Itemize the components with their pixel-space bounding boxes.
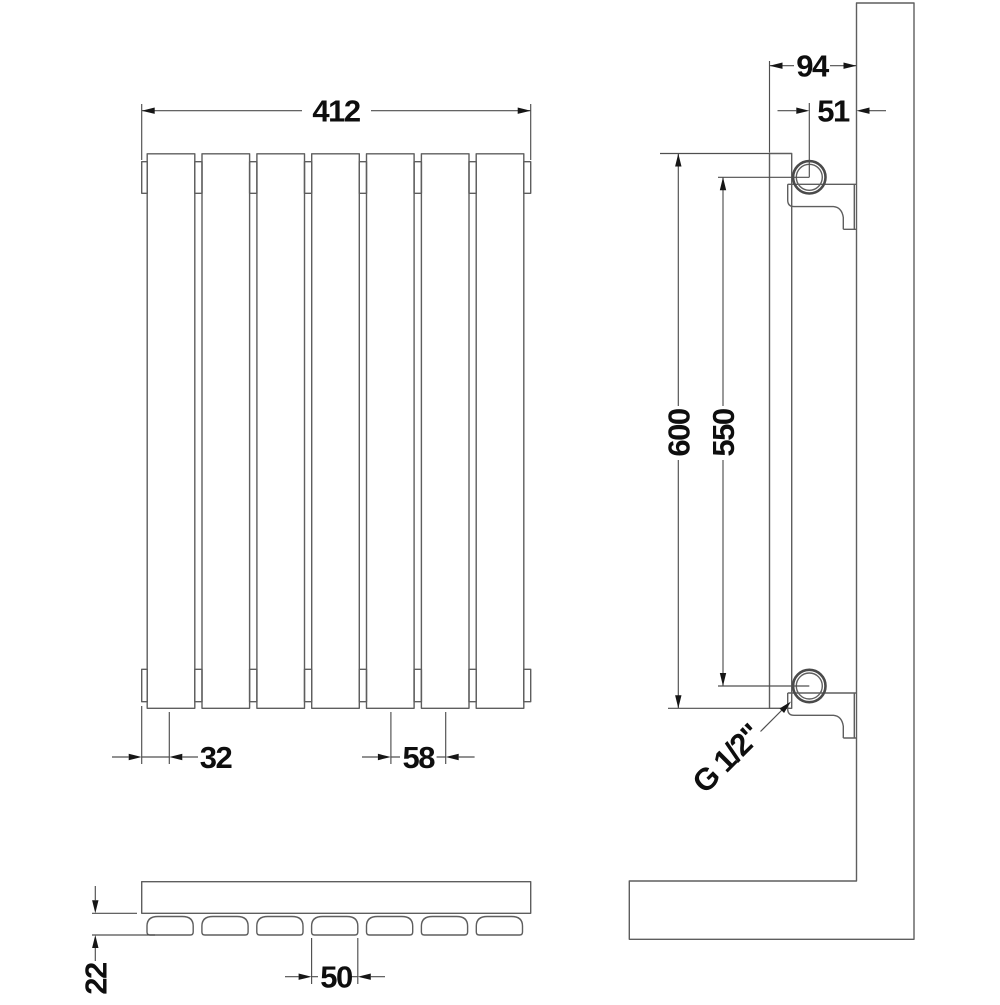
dim-550-lines xyxy=(718,176,810,687)
thread-leader-arrow xyxy=(779,701,791,713)
front-bottom-manifold xyxy=(141,668,532,703)
pipe-thread-callout: G 1/2" xyxy=(685,701,791,800)
front-view: 412 32 58 xyxy=(112,94,532,775)
dim-600-label: 600 xyxy=(661,409,696,456)
dim-edge-offset: 32 xyxy=(112,706,233,775)
dim-22-lines xyxy=(92,886,155,961)
front-panels xyxy=(146,153,525,709)
dim-50-lines xyxy=(285,938,385,984)
top-wall-bracket xyxy=(787,183,857,230)
plan-panel-slab xyxy=(140,881,532,915)
dim-panel-pitch: 58 xyxy=(362,712,475,775)
dim-pipe-centres: 550 xyxy=(706,176,810,687)
radiator-side-profile xyxy=(768,152,793,709)
dim-wall-offset: 94 xyxy=(768,49,857,153)
dim-32-lines xyxy=(112,706,198,764)
dim-412-label: 412 xyxy=(312,94,359,129)
plan-tubes xyxy=(146,915,524,936)
dim-22-arrows xyxy=(92,900,99,948)
wall-and-floor xyxy=(628,2,915,940)
dim-50-label: 50 xyxy=(320,960,352,995)
front-top-manifold xyxy=(141,161,532,194)
thread-leader-line xyxy=(760,708,784,732)
dim-58-label: 58 xyxy=(403,740,436,775)
dim-94-label: 94 xyxy=(796,49,830,84)
dim-51-lines xyxy=(777,103,886,178)
dim-overall-width: 412 xyxy=(141,94,532,160)
dim-550-label: 550 xyxy=(706,409,741,456)
dim-412-lines xyxy=(141,104,532,160)
dim-32-arrows xyxy=(128,753,183,761)
bottom-view: 50 22 xyxy=(79,881,532,995)
dim-height: 600 xyxy=(660,152,770,709)
dim-tube-depth: 22 xyxy=(79,886,155,995)
dim-tube-width: 50 xyxy=(285,938,385,995)
side-view: 94 51 600 550 G 1/2" xyxy=(628,2,915,940)
bottom-wall-bracket xyxy=(787,692,857,739)
dim-58-lines xyxy=(362,712,475,764)
dim-51-label: 51 xyxy=(817,94,850,129)
dim-600-lines xyxy=(660,152,770,709)
dim-22-label: 22 xyxy=(79,963,114,995)
dim-pipe-to-wall: 51 xyxy=(777,94,886,178)
pipe-thread-label: G 1/2" xyxy=(685,717,767,799)
dim-32-label: 32 xyxy=(200,740,232,775)
